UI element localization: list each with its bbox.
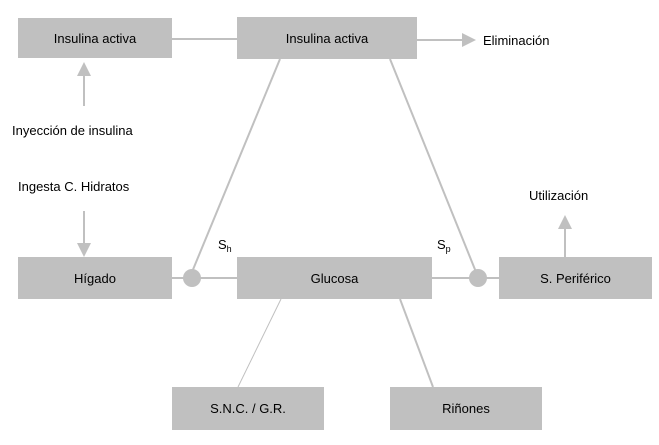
- label-injection: Inyección de insulina: [12, 123, 133, 138]
- label-sh: Sh: [218, 237, 232, 254]
- node-liver: Hígado: [18, 257, 172, 299]
- label-elimination: Eliminación: [483, 33, 550, 48]
- node-label: Riñones: [442, 401, 490, 416]
- node-label: Insulina activa: [285, 30, 369, 46]
- arrowhead-injection: [77, 62, 91, 76]
- node-cns: S.N.C. / G.R.: [172, 387, 324, 430]
- node-label: Insulina activa: [53, 30, 137, 46]
- sp-subscript: p: [445, 244, 451, 254]
- arrowhead-carb: [77, 243, 91, 257]
- edge-insulin-sp: [389, 58, 477, 273]
- node-peripheral: S. Periférico: [499, 257, 652, 299]
- arrowhead-elimination: [462, 33, 476, 47]
- node-label: S.N.C. / G.R.: [210, 401, 286, 416]
- edge-glucose-cns: [237, 298, 282, 388]
- label-utilization: Utilización: [529, 188, 589, 203]
- node-glucose: Glucosa: [237, 257, 432, 299]
- node-label: S. Periférico: [540, 270, 611, 286]
- sp-junction: [469, 269, 487, 287]
- edge-insulin-sh: [191, 58, 281, 273]
- sp-main: S: [437, 237, 446, 252]
- sh-subscript: h: [226, 244, 232, 254]
- node-insulin-top: Insulina activa: [237, 17, 417, 59]
- node-label: Hígado: [74, 270, 116, 286]
- node-label: Glucosa: [310, 270, 359, 286]
- label-sp: Sp: [437, 237, 451, 254]
- sh-main: S: [218, 237, 227, 252]
- edge-glucose-kidneys: [399, 298, 434, 388]
- sh-junction: [183, 269, 201, 287]
- label-carb-intake: Ingesta C. Hidratos: [18, 179, 130, 194]
- node-kidneys: Riñones: [390, 387, 542, 430]
- node-insulin-left: Insulina activa: [18, 18, 172, 58]
- arrowhead-utilization: [558, 215, 572, 229]
